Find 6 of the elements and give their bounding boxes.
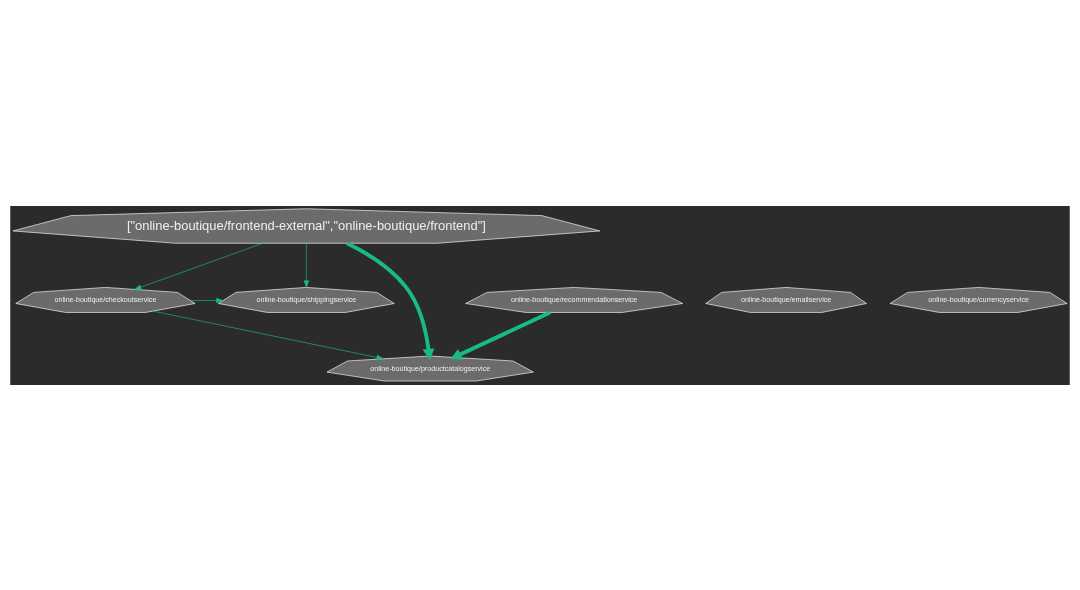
arrow (134, 242, 263, 290)
arrow (346, 241, 435, 360)
arrow (303, 242, 309, 288)
arrow (450, 310, 551, 360)
arrow (190, 297, 224, 303)
arrow (152, 310, 384, 360)
